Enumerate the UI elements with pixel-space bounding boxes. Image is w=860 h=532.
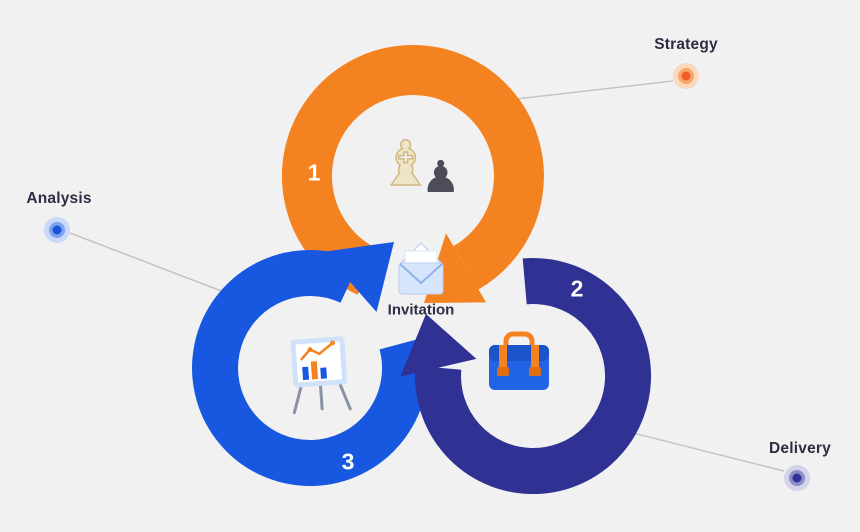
easel-leg-left	[292, 383, 303, 415]
invitation-label: Invitation	[387, 301, 455, 319]
briefcase-strap	[499, 345, 507, 372]
briefcase-icon	[489, 331, 549, 390]
analysis-marker-dot	[44, 217, 70, 243]
strategy-marker-dot	[673, 63, 699, 89]
step-number-1: 1	[307, 159, 321, 186]
analysis-label: Analysis	[26, 190, 92, 207]
chart-bar	[302, 366, 310, 381]
chart-trend-line	[300, 341, 334, 361]
easel-leg-right	[337, 381, 352, 411]
step-number-3: 3	[341, 448, 355, 475]
briefcase-strap	[531, 345, 539, 372]
step-number-2: 2	[570, 275, 584, 302]
easel-leg-center	[318, 382, 324, 411]
chart-point	[307, 347, 313, 352]
delivery-leader-line	[632, 432, 785, 472]
strategy-ring-arc	[281, 45, 544, 295]
envelope-body	[398, 262, 444, 295]
analysis-ring-arrowhead	[323, 242, 394, 312]
strategy-leader-line	[515, 80, 674, 100]
analysis-leader-line	[69, 232, 225, 293]
delivery-label: Delivery	[769, 440, 831, 457]
envelope-icon	[398, 241, 444, 295]
chart-bar	[320, 367, 328, 379]
envelope-fold	[399, 263, 443, 285]
briefcase-lid	[489, 345, 549, 361]
analysis-ring-arc	[192, 250, 429, 486]
strategy-label: Strategy	[654, 36, 718, 53]
presentation-chart-icon	[290, 336, 352, 415]
delivery-ring-arrowhead	[400, 314, 477, 377]
easel-page	[295, 341, 343, 383]
delivery-ring-arc	[415, 258, 651, 494]
chess-pawn-icon: ♟	[421, 153, 461, 202]
chess-bishop-icon: ♝	[377, 130, 434, 199]
chart-bar	[310, 361, 319, 380]
delivery-marker-dot	[784, 465, 810, 491]
briefcase-buckle	[497, 367, 509, 376]
briefcase-buckle	[529, 367, 541, 376]
chart-point	[330, 340, 335, 346]
